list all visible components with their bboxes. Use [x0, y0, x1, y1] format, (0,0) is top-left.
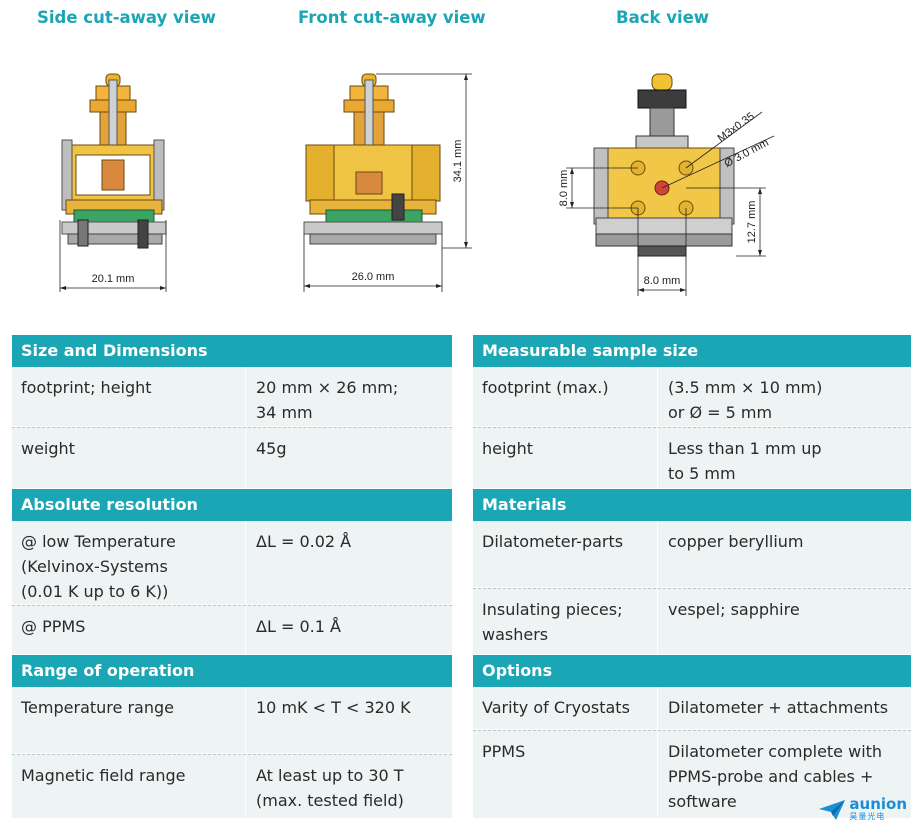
section-header: Measurable sample size	[473, 335, 911, 367]
spec-value: (3.5 mm × 10 mm)or Ø = 5 mm	[668, 378, 823, 422]
section-header: Options	[473, 655, 911, 687]
spec-key: @ PPMS	[12, 606, 246, 654]
spec-key: PPMS	[473, 731, 658, 818]
side-view-title: Side cut-away view	[37, 8, 216, 27]
spec-value: vespel; sapphire	[668, 600, 800, 619]
spec-value: Dilatometer + attachments	[668, 698, 889, 717]
spec-key: Magnetic field range	[12, 755, 246, 818]
spec-value: ΔL = 0.02 Å	[256, 532, 352, 551]
aunion-logo: aunion 昊量光电	[819, 797, 907, 822]
spec-row: Dilatometer-parts copper beryllium	[473, 521, 911, 588]
section-header: Range of operation	[12, 655, 452, 687]
thread-label: M3x0.35	[716, 110, 757, 145]
side-width-label: 20.1 mm	[92, 273, 135, 285]
back-bottom-label: 8.0 mm	[644, 275, 681, 287]
front-width-label: 26.0 mm	[352, 271, 395, 283]
paper-plane-icon	[819, 799, 846, 820]
side-cutaway-drawing: 20.1 mm	[59, 73, 167, 292]
front-cutaway-drawing: 34.1 mm 26.0 mm	[303, 73, 472, 292]
section-header: Size and Dimensions	[12, 335, 452, 367]
spec-row: Temperature range 10 mK < T < 320 K	[12, 687, 452, 754]
spec-row: weight 45g	[12, 427, 452, 489]
spec-key: Temperature range	[12, 687, 246, 753]
spec-value: ΔL = 0.1 Å	[256, 617, 341, 636]
spec-row: @ PPMS ΔL = 0.1 Å	[12, 605, 452, 655]
section-header: Absolute resolution	[12, 489, 452, 521]
spec-row: footprint (max.)(3.5 mm × 10 mm)or Ø = 5…	[473, 367, 911, 427]
spec-key: footprint (max.)	[473, 367, 658, 426]
spec-key: Dilatometer-parts	[473, 521, 658, 587]
front-height-label: 34.1 mm	[452, 140, 464, 183]
spec-value: 10 mK < T < 320 K	[256, 698, 411, 717]
spec-value: 20 mm × 26 mm;34 mm	[256, 378, 399, 422]
spec-key: @ low Temperature(Kelvinox-Systems(0.01 …	[12, 521, 246, 604]
spec-value: 45g	[256, 439, 287, 458]
back-right-label: 12.7 mm	[746, 201, 758, 244]
spec-key: weight	[12, 428, 246, 488]
back-view-drawing: 8.0 mm 12.7 mm 8.0 mm M3x0.35 Ø 3.0 mm	[558, 73, 775, 296]
logo-name: aunion	[849, 795, 907, 813]
spec-key: Insulating pieces;washers	[473, 589, 658, 654]
spec-key: height	[473, 428, 658, 488]
spec-key: Varity of Cryostats	[473, 687, 658, 729]
front-view-title: Front cut-away view	[298, 8, 486, 27]
back-left-label: 8.0 mm	[558, 170, 570, 207]
logo-sub: 昊量光电	[849, 812, 886, 821]
back-view-title: Back view	[616, 8, 710, 27]
section-header: Materials	[473, 489, 911, 521]
spec-row: @ low Temperature(Kelvinox-Systems(0.01 …	[12, 521, 452, 605]
spec-value: At least up to 30 T(max. tested field)	[256, 766, 404, 810]
spec-row: Insulating pieces;washers vespel; sapphir…	[473, 588, 911, 655]
spec-row: Varity of Cryostats Dilatometer + attachm…	[473, 687, 911, 730]
spec-value: copper beryllium	[668, 532, 804, 551]
spec-key: footprint; height	[12, 367, 246, 426]
